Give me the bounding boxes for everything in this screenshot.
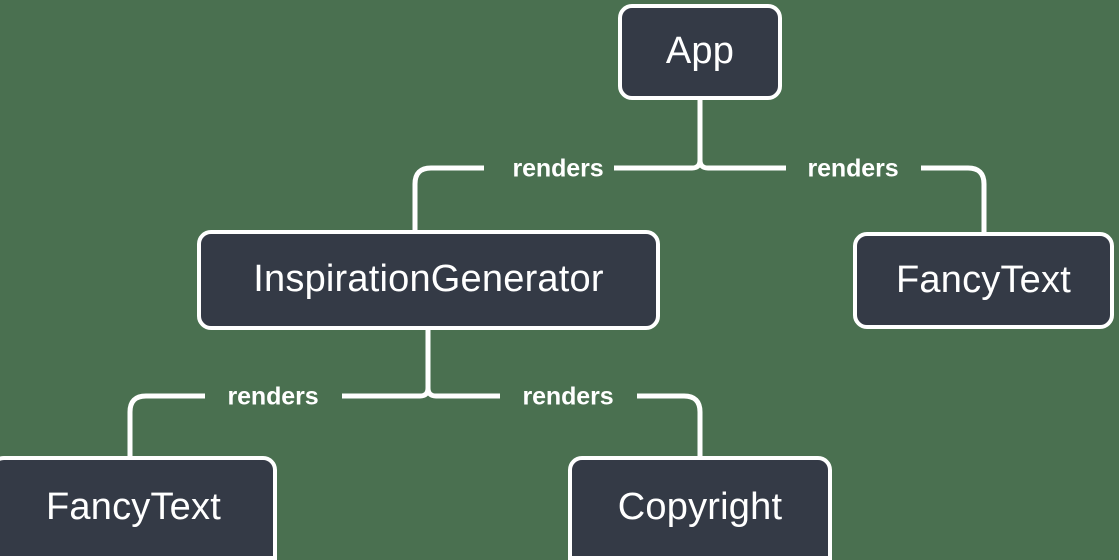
- edge-label-inspiration-generator-fancy-text-left: renders: [227, 382, 319, 411]
- node-fancy-text-left[interactable]: FancyText: [0, 456, 277, 560]
- node-copyright-label: Copyright: [617, 486, 783, 528]
- edge-inspgen-stem: [342, 330, 431, 399]
- edge-app-inspgen-left: [412, 165, 484, 230]
- node-copyright[interactable]: Copyright: [568, 456, 832, 560]
- edge-label-app-inspiration-generator: renders: [512, 154, 604, 183]
- edge-label-inspiration-generator-copyright: renders: [522, 382, 614, 411]
- node-inspiration-generator-label: InspirationGenerator: [253, 258, 604, 300]
- edge-app-fancyright: [921, 165, 987, 232]
- node-inspiration-generator[interactable]: InspirationGenerator: [197, 230, 660, 330]
- node-fancy-text-left-label: FancyText: [46, 486, 221, 528]
- edge-app-stem-right: [697, 159, 786, 171]
- edge-inspgen-fancyleft: [127, 393, 205, 456]
- edge-app-stem: [614, 100, 703, 171]
- node-fancy-text-right-label: FancyText: [896, 258, 1071, 301]
- edge-inspgen-stem-right: [425, 387, 500, 399]
- edge-inspgen-copyright: [637, 393, 703, 456]
- node-app-label: App: [665, 30, 735, 72]
- edge-label-app-fancy-text-right: renders: [807, 154, 899, 183]
- node-fancy-text-right[interactable]: FancyText: [853, 232, 1114, 329]
- node-app[interactable]: App: [618, 4, 782, 100]
